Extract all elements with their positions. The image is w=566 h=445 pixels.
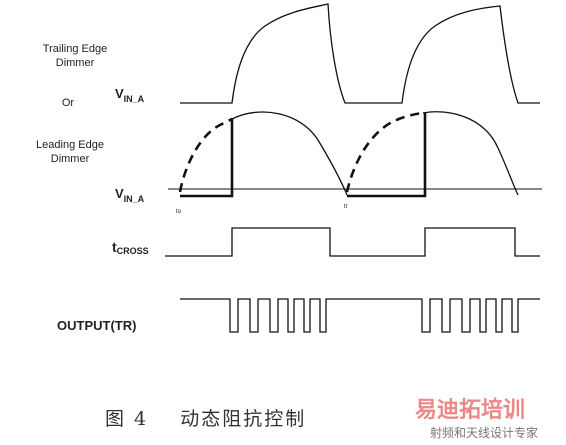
trailing-edge-label-line1: Trailing Edge <box>43 43 107 55</box>
vin-a-bottom-main: V <box>115 186 124 201</box>
trailing-edge-waveform <box>180 3 540 104</box>
leading-dashed-arc-2 <box>345 111 424 193</box>
leading-edge-label-line2: Dimmer <box>51 153 90 165</box>
tick-label-to: to <box>176 209 182 215</box>
tcross-waveform <box>165 227 540 257</box>
tcross-sub: CROSS <box>117 246 149 256</box>
tcross-main: t <box>112 239 117 255</box>
trailing-edge-label-line2: Dimmer <box>56 57 95 69</box>
leading-conduction-1 <box>180 118 234 198</box>
vin-a-top-label: VIN_A <box>115 86 145 104</box>
watermark-subtitle: 射频和天线设计专家 <box>430 425 538 440</box>
figure-caption: 图 4 动态阻抗控制 <box>105 408 306 430</box>
vin-a-top-sub: IN_A <box>124 94 145 104</box>
output-tr-label: OUTPUT(TR) <box>57 318 136 333</box>
leading-solid-arc-2 <box>422 111 519 196</box>
vin-a-bottom-label: VIN_A <box>115 186 145 204</box>
output-tr-waveform <box>180 298 540 333</box>
vin-a-bottom-sub: IN_A <box>124 194 145 204</box>
tcross-label: tCROSS <box>112 239 149 256</box>
or-label: Or <box>62 97 75 109</box>
watermark-logo-text: 易迪拓培训 <box>415 397 525 423</box>
leading-dashed-arc-1 <box>178 117 233 193</box>
leading-conduction-2 <box>347 112 427 198</box>
leading-solid-arc-1 <box>231 111 348 196</box>
vin-a-top-main: V <box>115 86 124 101</box>
tick-label-tr: tr <box>344 204 348 210</box>
leading-edge-label-line1: Leading Edge <box>36 139 104 151</box>
